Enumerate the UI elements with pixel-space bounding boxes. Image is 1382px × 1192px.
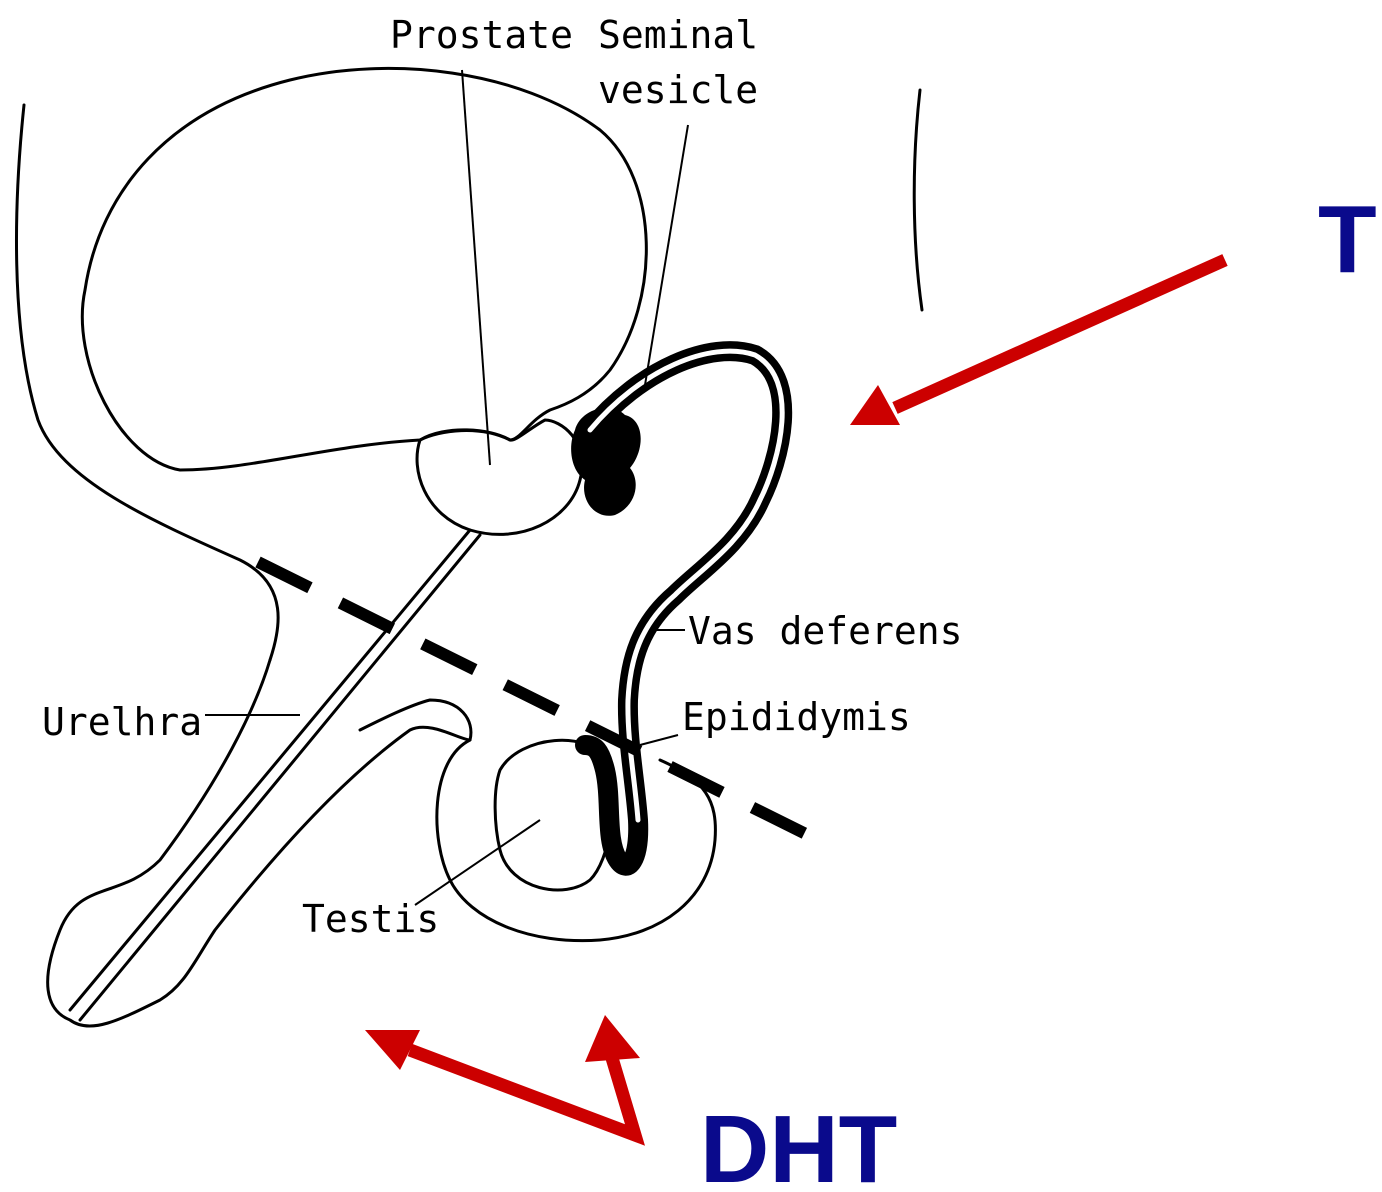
body-contour-left [16, 105, 278, 660]
label-vesicle: vesicle [598, 68, 758, 112]
body-contour-right [914, 90, 922, 310]
dht-arrow-shaft [410, 1050, 635, 1135]
t-arrow-shaft [895, 260, 1225, 408]
bladder-outline [82, 68, 646, 470]
urethra-inner [80, 535, 480, 1020]
label-prostate: Prostate [390, 13, 573, 57]
label-urethra: Urelhra [42, 700, 202, 744]
label-vas-deferens: Vas deferens [688, 609, 963, 653]
hormone-t: T [1318, 186, 1377, 293]
hormone-dht: DHT [700, 1096, 897, 1192]
label-seminal: Seminal [598, 13, 758, 57]
dht-arrow-head-up [585, 1015, 640, 1062]
epididymis-leader [640, 735, 678, 745]
seminal-vesicle-leader [645, 125, 688, 385]
testis-leader [415, 820, 540, 905]
label-testis: Testis [302, 897, 439, 941]
label-epididymis: Epididymis [682, 695, 911, 739]
prostate-leader [462, 70, 490, 465]
t-arrow-head [850, 385, 900, 425]
